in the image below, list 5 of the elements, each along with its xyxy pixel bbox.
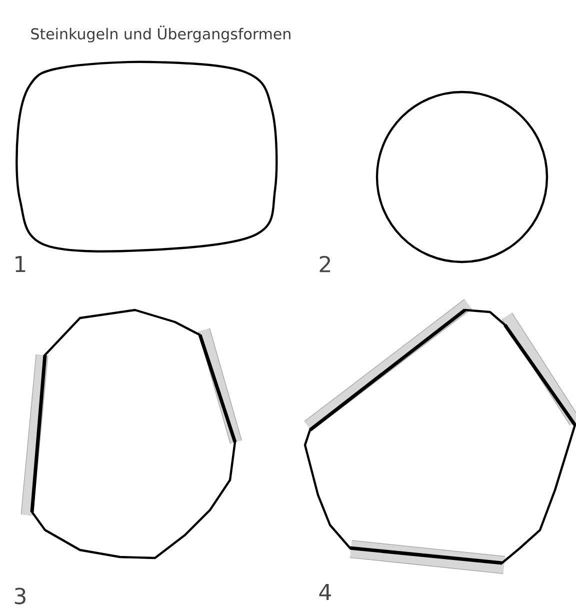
figure-number: 3: [14, 588, 26, 604]
figure-number: 1: [16, 256, 26, 272]
figure-number: 4: [319, 584, 331, 600]
title: Steinkugeln und Übergangsformen: [31, 26, 290, 42]
figure-number: 2: [320, 256, 330, 272]
